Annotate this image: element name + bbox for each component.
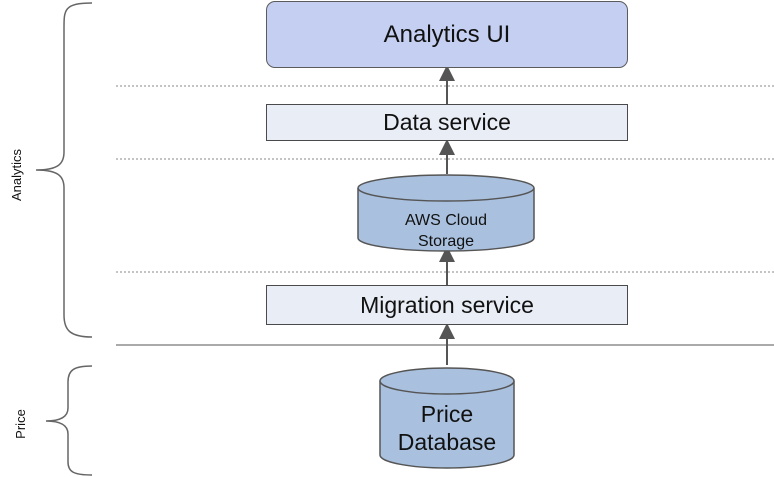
migration-service-node: Migration service xyxy=(266,285,628,325)
data-service-label: Data service xyxy=(383,109,511,135)
analytics-ui-label: Analytics UI xyxy=(383,20,511,48)
migration-service-label: Migration service xyxy=(360,291,534,318)
analytics-group-label: Analytics xyxy=(9,148,24,202)
price-database-label-line2: Database xyxy=(397,429,497,455)
analytics-brace xyxy=(35,2,93,338)
price-database-cylinder xyxy=(379,367,515,469)
analytics-ui-node: Analytics UI xyxy=(266,1,628,68)
price-database-label: Price Database xyxy=(380,400,514,456)
price-database-label-line1: Price xyxy=(420,401,474,427)
aws-storage-label-line1: AWS Cloud xyxy=(404,212,488,229)
price-brace xyxy=(45,365,93,476)
data-service-node: Data service xyxy=(266,104,628,141)
aws-storage-label: AWS Cloud Storage xyxy=(358,210,534,252)
aws-storage-label-line2: Storage xyxy=(417,233,475,250)
price-group-label: Price xyxy=(13,409,28,439)
aws-storage-cylinder xyxy=(357,174,535,252)
